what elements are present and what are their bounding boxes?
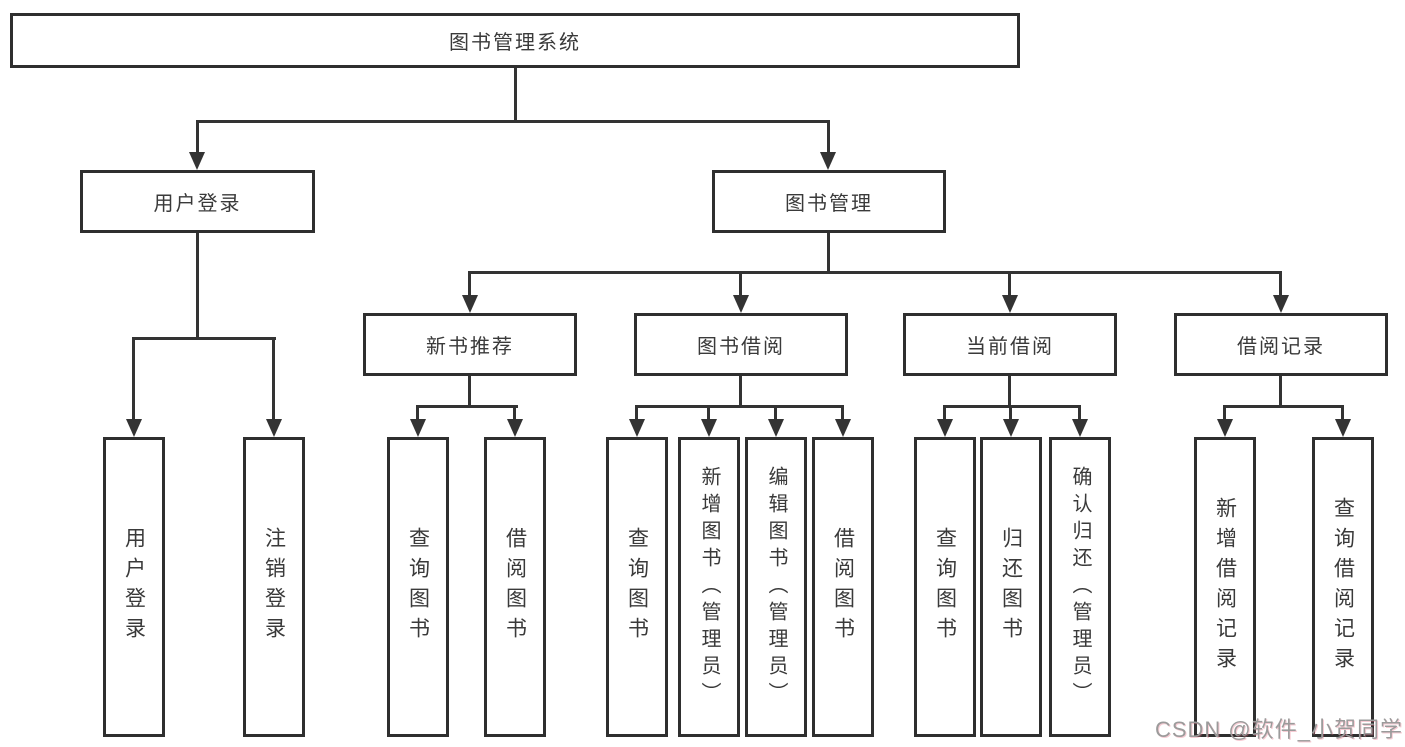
node-label: 新增借阅记录 — [1213, 497, 1237, 677]
leaf-return-books: 归还图书 — [980, 437, 1042, 737]
node-label: 当前借阅 — [966, 336, 1054, 358]
node-label: 新书推荐 — [426, 336, 514, 358]
connector-line — [827, 120, 830, 154]
node-label: 查询图书 — [625, 527, 649, 647]
node-label: 用户登录 — [153, 193, 242, 215]
connector-line — [468, 376, 471, 405]
connector-line — [739, 271, 742, 297]
connector-line — [943, 405, 1081, 408]
leaf-logout: 注销登录 — [243, 437, 305, 737]
connector-line — [416, 405, 419, 421]
arrowhead-down-icon — [629, 419, 645, 437]
node-label: 注销登录 — [262, 527, 286, 647]
csdn-watermark: CSDN @软件_小贺同学 — [1154, 717, 1403, 742]
arrowhead-down-icon — [126, 419, 142, 437]
connector-line — [635, 405, 844, 408]
arrowhead-down-icon — [733, 295, 749, 313]
connector-line — [1078, 405, 1081, 421]
arrowhead-down-icon — [1002, 295, 1018, 313]
arrowhead-down-icon — [701, 419, 717, 437]
node-label: 确认归还（管理员） — [1069, 465, 1091, 709]
leaf-add-books-admin: 新增图书（管理员） — [678, 437, 740, 737]
leaf-borrow-books: 借阅图书 — [484, 437, 546, 737]
connector-line — [416, 405, 518, 408]
leaf-add-borrow-record: 新增借阅记录 — [1194, 437, 1256, 737]
connector-line — [1279, 271, 1282, 297]
node-borrowing-records: 借阅记录 — [1174, 313, 1388, 376]
node-label: 借阅记录 — [1237, 336, 1325, 358]
connector-line — [132, 337, 276, 340]
node-label: 借阅图书 — [503, 527, 527, 647]
leaf-query-books: 查询图书 — [606, 437, 668, 737]
arrowhead-down-icon — [189, 152, 205, 170]
connector-line — [196, 120, 830, 123]
leaf-borrow-books: 借阅图书 — [812, 437, 874, 737]
arrowhead-down-icon — [835, 419, 851, 437]
connector-line — [468, 271, 1282, 274]
node-label: 图书管理 — [785, 193, 873, 215]
arrowhead-down-icon — [507, 419, 523, 437]
connector-line — [1008, 271, 1011, 297]
connector-line — [132, 337, 135, 421]
connector-line — [739, 376, 742, 405]
arrowhead-down-icon — [266, 419, 282, 437]
connector-line — [513, 405, 516, 421]
connector-line — [1341, 405, 1344, 421]
connector-line — [1223, 405, 1226, 421]
arrowhead-down-icon — [820, 152, 836, 170]
arrowhead-down-icon — [1003, 419, 1019, 437]
connector-line — [1279, 376, 1282, 405]
leaf-query-books: 查询图书 — [914, 437, 976, 737]
connector-line — [707, 405, 710, 421]
arrowhead-down-icon — [1335, 419, 1351, 437]
node-label: 用户登录 — [122, 527, 146, 647]
arrowhead-down-icon — [1273, 295, 1289, 313]
connector-line — [196, 233, 199, 337]
leaf-user-login: 用户登录 — [103, 437, 165, 737]
leaf-query-borrow-record: 查询借阅记录 — [1312, 437, 1374, 737]
node-label: 查询借阅记录 — [1331, 497, 1355, 677]
connector-line — [468, 271, 471, 297]
node-user-login: 用户登录 — [80, 170, 315, 233]
arrowhead-down-icon — [462, 295, 478, 313]
connector-line — [943, 405, 946, 421]
node-label: 归还图书 — [999, 527, 1023, 647]
connector-line — [196, 120, 199, 154]
connector-line — [635, 405, 638, 421]
node-label: 借阅图书 — [831, 527, 855, 647]
node-label: 新增图书（管理员） — [698, 465, 720, 709]
arrowhead-down-icon — [410, 419, 426, 437]
node-label: 查询图书 — [406, 527, 430, 647]
connector-line — [1009, 405, 1012, 421]
node-label: 图书管理系统 — [449, 32, 581, 54]
connector-line — [514, 68, 517, 120]
connector-line — [774, 405, 777, 421]
connector-line — [272, 337, 275, 421]
leaf-query-books: 查询图书 — [387, 437, 449, 737]
connector-line — [841, 405, 844, 421]
arrowhead-down-icon — [768, 419, 784, 437]
node-new-book-recommendation: 新书推荐 — [363, 313, 577, 376]
node-book-management: 图书管理 — [712, 170, 946, 233]
arrowhead-down-icon — [1072, 419, 1088, 437]
leaf-edit-books-admin: 编辑图书（管理员） — [745, 437, 807, 737]
node-current-borrowing: 当前借阅 — [903, 313, 1117, 376]
node-label: 查询图书 — [933, 527, 957, 647]
node-book-borrowing: 图书借阅 — [634, 313, 848, 376]
node-label: 图书借阅 — [697, 336, 785, 358]
connector-line — [1008, 376, 1011, 405]
node-label: 编辑图书（管理员） — [765, 465, 787, 709]
arrowhead-down-icon — [937, 419, 953, 437]
leaf-confirm-return-admin: 确认归还（管理员） — [1049, 437, 1111, 737]
connector-line — [827, 233, 830, 271]
node-library-management-system: 图书管理系统 — [10, 13, 1020, 68]
connector-line — [1223, 405, 1344, 408]
arrowhead-down-icon — [1217, 419, 1233, 437]
